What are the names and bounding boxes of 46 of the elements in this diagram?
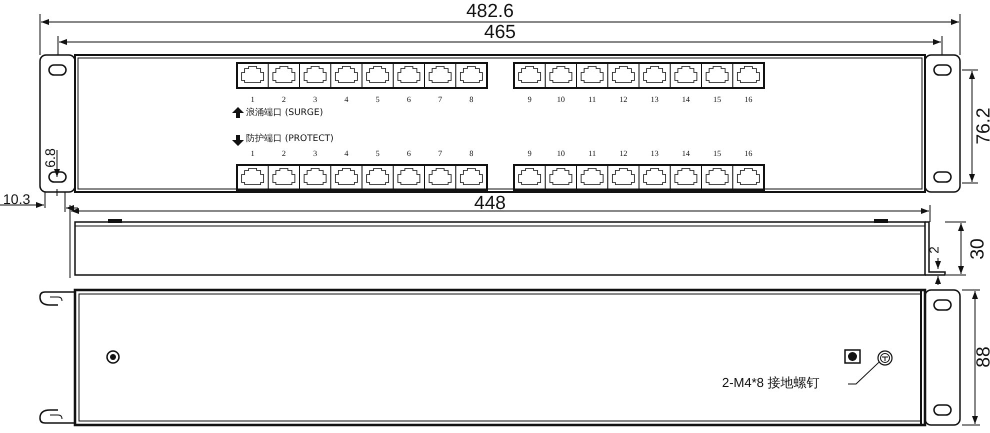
dimension-label: 88 (974, 346, 990, 368)
port-number: 12 (619, 150, 628, 158)
port-group-label: 浪涌端口 (SURGE) (246, 109, 324, 118)
port-number: 12 (619, 96, 628, 104)
port-number: 15 (713, 150, 722, 158)
port-number: 13 (650, 150, 659, 158)
leader-line (848, 362, 880, 384)
port-number: 7 (438, 96, 442, 104)
port-number: 1 (250, 150, 255, 158)
port-number: 6 (406, 96, 411, 104)
port-number: 4 (344, 150, 348, 158)
callout-text: 2-M4*8 接地螺钉 (722, 375, 820, 390)
port-number: 14 (682, 96, 690, 104)
port-number: 2 (282, 96, 286, 104)
dimension-label: 465 (484, 23, 516, 42)
port-number: 9 (528, 96, 532, 104)
port-number: 10 (556, 96, 565, 104)
dimension-label: 482.6 (466, 2, 514, 21)
dimension-label: 76.2 (974, 108, 990, 144)
port-number: 15 (713, 96, 722, 104)
dimension-label: 6.8 (43, 148, 57, 168)
port-number: 2 (282, 150, 286, 158)
dimension-label: 30 (968, 238, 988, 260)
dimension-label: 448 (474, 194, 506, 213)
port-number: 10 (556, 150, 565, 158)
port-number: 11 (588, 150, 596, 158)
port-number: 3 (313, 150, 318, 158)
port-number: 1 (250, 96, 255, 104)
dimension-label: 2 (928, 246, 940, 254)
port-number: 5 (376, 96, 380, 104)
port-number: 5 (376, 150, 380, 158)
port-number: 8 (469, 96, 474, 104)
port-number: 7 (438, 150, 442, 158)
port-number: 6 (406, 150, 411, 158)
port-number: 16 (744, 150, 752, 158)
port-number: 4 (344, 96, 348, 104)
port-number: 11 (588, 96, 596, 104)
port-number: 8 (469, 150, 474, 158)
port-number: 13 (650, 96, 659, 104)
port-number: 16 (744, 96, 752, 104)
port-group-label: 防护端口 (PROTECT) (246, 135, 334, 144)
port-number: 3 (313, 96, 318, 104)
port-number: 9 (528, 150, 532, 158)
dimension-label: 10.3 (3, 192, 30, 206)
port-number: 14 (682, 150, 690, 158)
ground-screw-icon (877, 350, 893, 366)
